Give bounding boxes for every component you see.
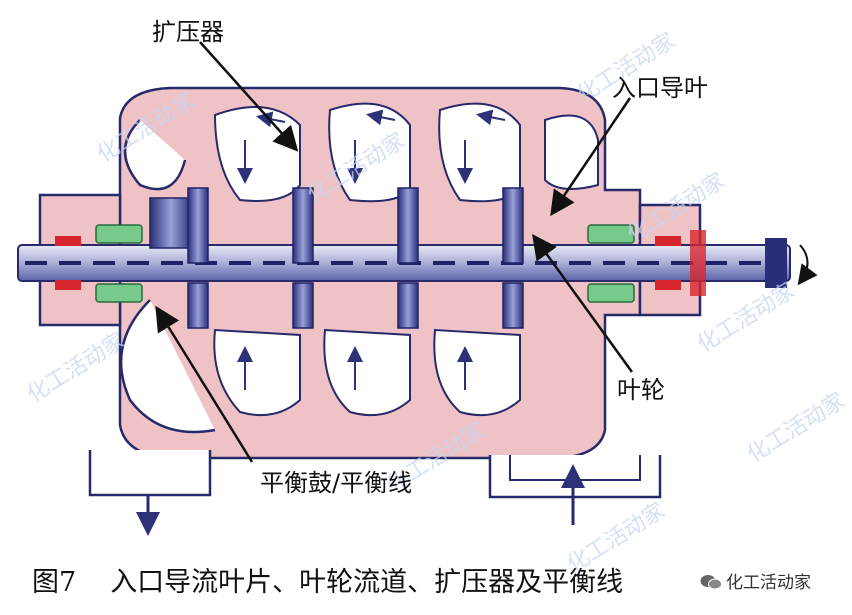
- label-inlet-guide-vane: 入口导叶: [612, 74, 708, 102]
- leader-impeller: [532, 233, 634, 373]
- label-diffuser: 扩压器: [152, 18, 224, 46]
- figure-number: 图7: [32, 567, 77, 598]
- leader-balance-drum: [155, 305, 254, 463]
- rotation-arrow: [797, 244, 818, 286]
- label-balance-drum: 平衡鼓/平衡线: [260, 469, 413, 497]
- brand-mark: 化工活动家: [700, 568, 811, 593]
- figure-caption: 图7 入口导流叶片、叶轮流道、扩压器及平衡线: [32, 560, 623, 599]
- leader-inlet-guide-vane: [550, 97, 632, 217]
- leader-diffuser: [199, 41, 299, 152]
- figure-caption-text: 入口导流叶片、叶轮流道、扩压器及平衡线: [110, 567, 624, 598]
- seals: [55, 224, 706, 303]
- wechat-icon: [700, 575, 722, 590]
- label-impeller: 叶轮: [617, 376, 665, 404]
- impellers: [149, 187, 524, 329]
- brand-name: 化工活动家: [726, 573, 811, 593]
- lower-flow-channels: [213, 328, 521, 417]
